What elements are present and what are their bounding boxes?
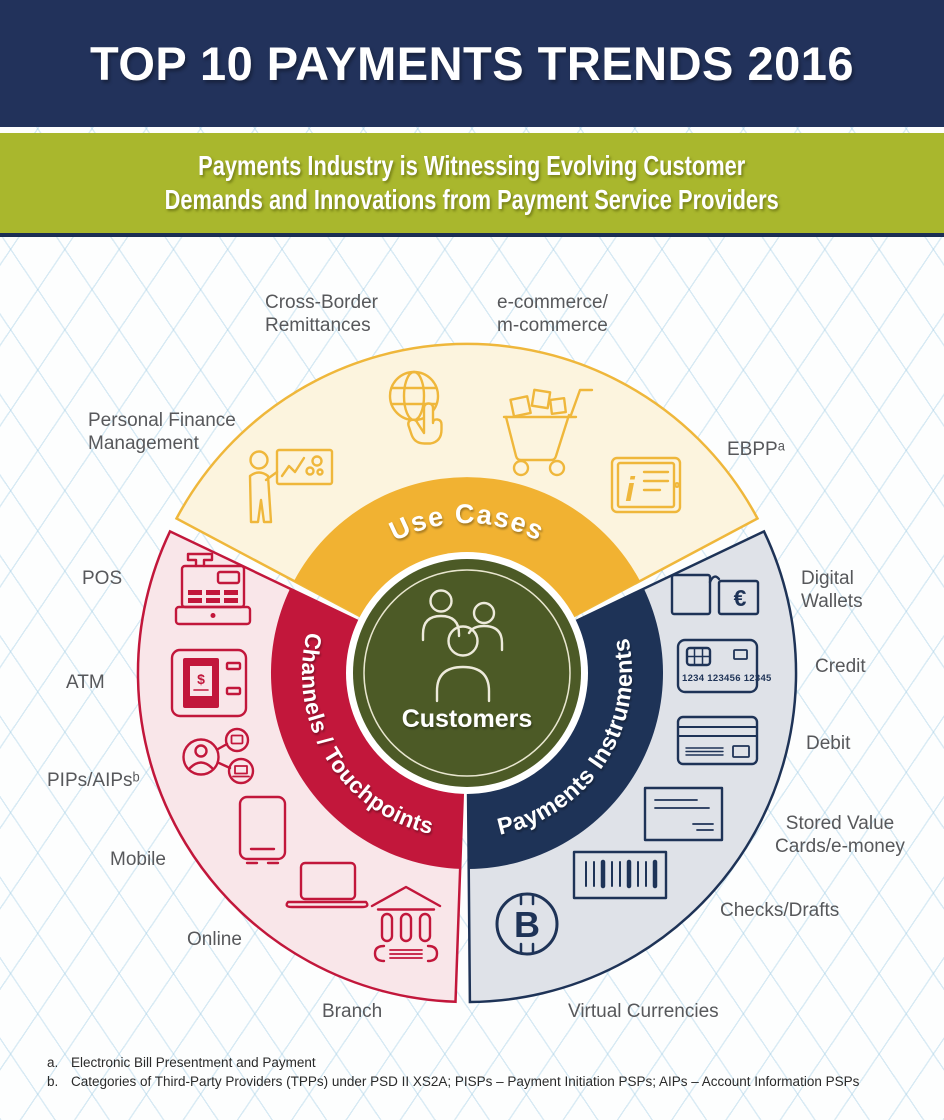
subtitle-banner: Payments Industry is Witnessing Evolving… xyxy=(0,133,944,237)
label-pos: POS xyxy=(82,568,123,589)
label-digital-wallets: Digital Wallets xyxy=(801,568,863,612)
customers-circle xyxy=(353,559,581,787)
subtitle-line-1: Payments Industry is Witnessing Evolving… xyxy=(198,150,746,181)
label-ecommerce: e-commerce/ m-commerce xyxy=(497,292,608,336)
digital-wallets-icon: € xyxy=(670,573,760,616)
use-cases-band xyxy=(294,477,640,618)
mobile-icon xyxy=(238,795,287,865)
label-credit: Credit xyxy=(815,656,866,677)
footnote-a-text: Electronic Bill Presentment and Payment xyxy=(71,1055,316,1070)
branch-icon xyxy=(370,885,442,963)
barcode-icon xyxy=(572,850,668,900)
cross-border-icon xyxy=(388,370,443,445)
label-stored-value: Stored Value Cards/e-money xyxy=(775,813,905,857)
footnote-b-marker: b. xyxy=(47,1074,59,1089)
instruments-band xyxy=(468,588,664,869)
label-online: Online xyxy=(187,929,242,950)
footnote-b: b. Categories of Third-Party Providers (… xyxy=(47,1074,859,1089)
footnote-a-marker: a. xyxy=(47,1055,59,1070)
header-bar: TOP 10 PAYMENTS TRENDS 2016 xyxy=(0,0,944,127)
pos-icon xyxy=(174,552,252,626)
pips-aips-icon xyxy=(182,727,255,785)
payments-wheel-diagram: Use Cases Channels / Touchpoints Payment… xyxy=(136,342,798,1004)
label-ebpp: EBPPᵃ xyxy=(727,439,785,460)
label-checks-drafts: Checks/Drafts xyxy=(720,900,840,921)
atm-icon: $ xyxy=(170,648,248,718)
online-icon xyxy=(285,861,369,909)
wallet-euro-glyph: € xyxy=(734,585,747,611)
label-debit: Debit xyxy=(806,733,851,754)
page-title: TOP 10 PAYMENTS TRENDS 2016 xyxy=(89,37,855,90)
label-cross-border: Cross-Border Remittances xyxy=(265,292,378,336)
ebpp-info-glyph: i xyxy=(625,471,636,509)
credit-icon: 1234 123456 12345 xyxy=(676,638,772,694)
check-icon xyxy=(643,786,724,842)
label-pips-aips: PIPs/AIPsᵇ xyxy=(47,770,140,791)
label-branch: Branch xyxy=(322,1001,383,1022)
ebpp-icon: i xyxy=(610,456,682,514)
footnote-b-text: Categories of Third-Party Providers (TPP… xyxy=(71,1074,860,1089)
channels-band xyxy=(270,588,463,869)
label-atm: ATM xyxy=(66,672,105,693)
label-virtual-currencies: Virtual Currencies xyxy=(568,1001,719,1022)
bitcoin-icon: B xyxy=(495,892,559,956)
personal-finance-icon xyxy=(248,448,334,524)
atm-dollar-glyph: $ xyxy=(197,671,205,687)
debit-icon xyxy=(676,715,759,766)
subtitle-line-2: Demands and Innovations from Payment Ser… xyxy=(164,184,780,215)
ecommerce-icon xyxy=(502,388,594,477)
customers-label: Customers xyxy=(402,705,533,733)
label-mobile: Mobile xyxy=(110,849,166,870)
customers-icon xyxy=(421,589,504,703)
card-numbers-text: 1234 123456 12345 xyxy=(682,673,772,684)
customers-inner-ring xyxy=(363,569,571,777)
label-personal-finance: Personal Finance Management xyxy=(88,410,236,454)
bitcoin-b-glyph: B xyxy=(514,904,540,945)
footnote-a: a. Electronic Bill Presentment and Payme… xyxy=(47,1055,316,1070)
